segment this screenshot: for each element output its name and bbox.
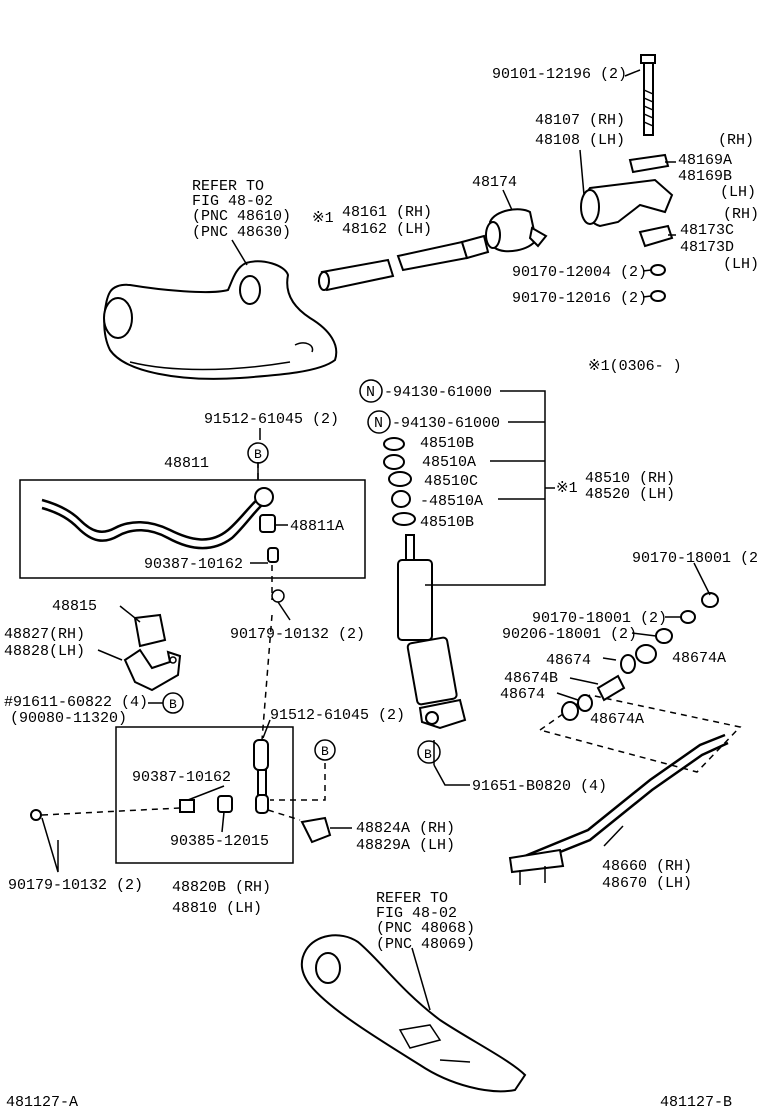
strut-bushing-dash-box <box>538 694 742 773</box>
refer-lower-line1: REFER TO <box>376 890 448 907</box>
lower-control-arm-illustration <box>300 934 527 1093</box>
label-48674b: 48674B <box>504 670 558 687</box>
label-90179-a: 90179-10132 (2) <box>230 626 365 643</box>
bracket-48107-illustration <box>580 153 674 248</box>
label-91512-a: 91512-61045 (2) <box>204 411 339 428</box>
label-90170-18001-b: 90170-18001 (2) <box>532 610 667 627</box>
label-48829a: 48829A (LH) <box>356 837 455 854</box>
label-48510c: 48510C <box>424 473 478 490</box>
label-lh-1: (LH) <box>720 184 756 201</box>
label-48674-c: 48674 <box>500 686 545 703</box>
refer-lower-line4: (PNC 48069) <box>376 936 475 953</box>
label-b-1: B <box>254 447 262 462</box>
upper-arm-shaft-illustration <box>318 234 490 292</box>
label-90206-18001: 90206-18001 (2) <box>502 626 637 643</box>
label-note-1: ※1(0306- ) <box>588 358 682 375</box>
bolt-90101-illustration <box>640 54 656 136</box>
refer-lower-line3: (PNC 48068) <box>376 920 475 937</box>
strut-bushings-illustration <box>561 592 719 721</box>
refer-upper-line4: (PNC 48630) <box>192 224 291 241</box>
label-lh-2: (LH) <box>723 256 759 273</box>
label-48824a: 48824A (RH) <box>356 820 455 837</box>
label-48660: 48660 (RH) <box>602 858 692 875</box>
label-90080: (90080-11320) <box>10 710 127 727</box>
label-94130-a: -94130-61000 <box>384 384 492 401</box>
label-48674-a: 48674 <box>546 652 591 669</box>
nut-90179-illustration <box>271 589 285 603</box>
stabilizer-link-group-box <box>115 726 294 864</box>
label-90385: 90385-12015 <box>170 833 269 850</box>
label-48107: 48107 (RH) <box>535 112 625 129</box>
label-48827: 48827(RH) <box>4 626 85 643</box>
label-48510a-2: -48510A <box>420 493 483 510</box>
label-48810: 48810 (LH) <box>172 900 262 917</box>
stabilizer-bar-group-box <box>19 479 366 579</box>
label-b-4: B <box>424 747 432 762</box>
label-48169b: 48169B <box>678 168 732 185</box>
label-48811: 48811 <box>164 455 209 472</box>
shock-absorber-illustration <box>397 534 467 730</box>
shock-bushing-stack-illustration <box>383 437 416 526</box>
stabilizer-link-illustration <box>30 739 269 821</box>
link-dash-line-2 <box>41 807 301 821</box>
label-91651: 91651-B0820 (4) <box>472 778 607 795</box>
label-48173d: 48173D <box>680 239 734 256</box>
label-n-a: N <box>366 384 375 401</box>
label-90387-a: 90387-10162 <box>144 556 243 573</box>
stabilizer-bar-illustration <box>41 487 279 563</box>
figure-code-left: 481127-A <box>6 1094 78 1111</box>
label-n-b: N <box>374 415 383 432</box>
label-48828: 48828(LH) <box>4 643 85 660</box>
label-90387-b: 90387-10162 <box>132 769 231 786</box>
label-48174: 48174 <box>472 174 517 191</box>
circle-markers <box>162 379 441 764</box>
label-48510b-1: 48510B <box>420 435 474 452</box>
nuts-90170-illustration <box>650 264 666 302</box>
label-91611: #91611-60822 (4) <box>4 694 148 711</box>
label-90170-12016: 90170-12016 (2) <box>512 290 647 307</box>
refer-upper-line1: REFER TO <box>192 178 264 195</box>
label-90170-12004: 90170-12004 (2) <box>512 264 647 281</box>
label-91512-b: 91512-61045 (2) <box>270 707 405 724</box>
upper-control-arm-illustration <box>103 260 338 380</box>
label-90101-12196: 90101-12196 (2) <box>492 66 627 83</box>
label-mark-2: ※1 <box>556 480 578 497</box>
label-48670: 48670 (LH) <box>602 875 692 892</box>
label-90179-b: 90179-10132 (2) <box>8 877 143 894</box>
bracket-48824a-illustration <box>300 816 332 844</box>
label-90170-18001-a: 90170-18001 (2) <box>632 550 760 567</box>
label-48510b-2: 48510B <box>420 514 474 531</box>
label-48815: 48815 <box>52 598 97 615</box>
refer-upper-line2: FIG 48-02 <box>192 193 273 210</box>
label-48161: 48161 (RH) <box>342 204 432 221</box>
bushing-48174-illustration <box>485 208 548 253</box>
label-48108: 48108 (LH) <box>535 132 625 149</box>
b-dash-line <box>270 763 326 801</box>
refer-lower-line2: FIG 48-02 <box>376 905 457 922</box>
label-48510: 48510 (RH) <box>585 470 675 487</box>
label-48169a: 48169A <box>678 152 732 169</box>
label-48674A-2: 48674A <box>590 711 644 728</box>
label-48162: 48162 (LH) <box>342 221 432 238</box>
label-rh-1: (RH) <box>718 132 754 149</box>
label-48674A-1: 48674A <box>672 650 726 667</box>
label-b-3: B <box>321 744 329 759</box>
label-48811a: 48811A <box>290 518 344 535</box>
label-48173c: 48173C <box>680 222 734 239</box>
label-48820b: 48820B (RH) <box>172 879 271 896</box>
leader-lines <box>41 69 711 1011</box>
strut-rod-illustration <box>508 733 729 885</box>
figure-code-right: 481127-B <box>660 1094 732 1111</box>
label-b-2: B <box>169 697 177 712</box>
label-94130-b: -94130-61000 <box>392 415 500 432</box>
label-mark-1: ※1 <box>312 210 334 227</box>
label-rh-2: (RH) <box>723 206 759 223</box>
label-48510a-1: 48510A <box>422 454 476 471</box>
stabilizer-bracket-illustration <box>123 613 182 692</box>
link-dash-line <box>261 565 273 741</box>
label-48520: 48520 (LH) <box>585 486 675 503</box>
refer-upper-line3: (PNC 48610) <box>192 208 291 225</box>
